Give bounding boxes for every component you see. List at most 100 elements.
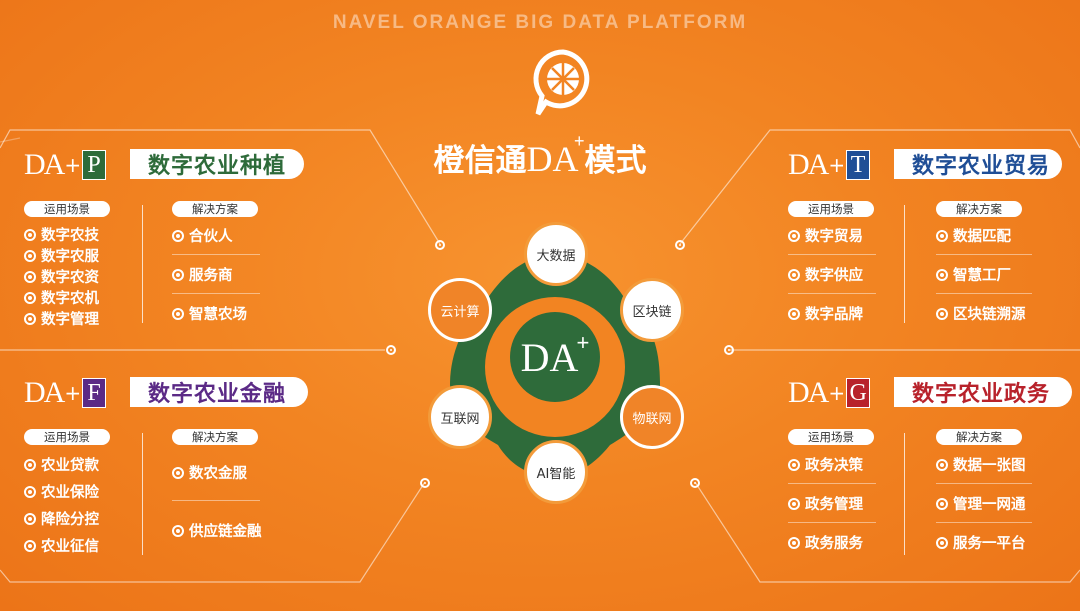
- scene-item: 政务决策: [788, 454, 863, 475]
- bullet-icon: [936, 307, 948, 320]
- node-big-data: 大数据: [524, 222, 588, 286]
- bullet-icon: [172, 466, 184, 479]
- scene-item: 农业贷款: [24, 454, 99, 475]
- solution-item: 供应链金融: [172, 520, 262, 541]
- hub-center-plus: +: [576, 330, 590, 355]
- da-tag: DA+G: [788, 376, 871, 410]
- divider: [788, 522, 876, 523]
- bullet-icon: [788, 458, 800, 471]
- letter-badge-f: F: [82, 378, 107, 408]
- scene-item: 数字供应: [788, 264, 863, 285]
- plus-mark: +: [64, 381, 82, 405]
- bullet-icon: [172, 524, 184, 537]
- node-internet: 互联网: [428, 385, 492, 449]
- solution-label: 解决方案: [936, 201, 1022, 217]
- bullet-icon: [172, 268, 184, 281]
- connector-dot: [386, 345, 396, 355]
- divider: [936, 254, 1032, 255]
- node-cloud: 云计算: [428, 278, 492, 342]
- plus-mark: +: [828, 381, 846, 405]
- divider: [936, 483, 1032, 484]
- scene-label: 运用场景: [788, 201, 874, 217]
- bullet-icon: [24, 458, 36, 471]
- da-mark: DA: [788, 148, 829, 181]
- quadrant-title: 数字农业贸易: [894, 149, 1062, 179]
- platform-logo-icon: [533, 49, 590, 116]
- bullet-icon: [24, 485, 36, 498]
- quadrant-title: 数字农业金融: [130, 377, 308, 407]
- divider: [936, 522, 1032, 523]
- quadrant-planting-header: DA+P 数字农业种植: [24, 148, 304, 182]
- quadrant-government-header: DA+G 数字农业政务: [788, 376, 1078, 410]
- bullet-icon: [936, 536, 948, 549]
- brace-divider: [134, 433, 143, 555]
- brace-divider: [896, 205, 905, 323]
- main-title-prefix: 橙信通: [433, 143, 527, 179]
- bullet-icon: [788, 497, 800, 510]
- scene-item: 政务管理: [788, 493, 863, 514]
- scene-label: 运用场景: [24, 429, 110, 445]
- solution-item: 管理一网通: [936, 493, 1026, 514]
- solution-label: 解决方案: [172, 429, 258, 445]
- node-blockchain: 区块链: [620, 278, 684, 342]
- bullet-icon: [24, 539, 36, 552]
- scene-label: 运用场景: [788, 429, 874, 445]
- solution-label: 解决方案: [172, 201, 258, 217]
- brace-divider: [134, 205, 143, 323]
- bullet-icon: [24, 270, 36, 283]
- hub-center-text: DA: [520, 334, 579, 380]
- scene-item: 数字农技: [24, 224, 99, 245]
- da-mark: DA: [24, 376, 65, 409]
- bullet-icon: [788, 268, 800, 281]
- da-mark: DA: [788, 376, 829, 409]
- plus-mark: +: [64, 153, 82, 177]
- scene-label: 运用场景: [24, 201, 110, 217]
- solution-item: 数据匹配: [936, 225, 1011, 246]
- scene-item: 数字品牌: [788, 303, 863, 324]
- brace-divider: [896, 433, 905, 555]
- bullet-icon: [788, 229, 800, 242]
- solution-item: 区块链溯源: [936, 303, 1026, 324]
- scene-item: 农业征信: [24, 535, 99, 556]
- bullet-icon: [936, 497, 948, 510]
- node-iot: 物联网: [620, 385, 684, 449]
- connector-dot: [675, 240, 685, 250]
- bullet-icon: [172, 307, 184, 320]
- node-ai: AI智能: [524, 440, 588, 504]
- letter-badge-p: P: [82, 150, 107, 180]
- connector-dot: [690, 478, 700, 488]
- english-title: NAVEL ORANGE BIG DATA PLATFORM: [332, 12, 748, 33]
- quadrant-title: 数字农业政务: [894, 377, 1072, 407]
- bullet-icon: [788, 307, 800, 320]
- bullet-icon: [24, 291, 36, 304]
- divider: [172, 254, 260, 255]
- quadrant-title: 数字农业种植: [130, 149, 304, 179]
- bullet-icon: [788, 536, 800, 549]
- main-title-suffix: 模式: [584, 143, 647, 179]
- divider: [788, 254, 876, 255]
- solution-item: 数据一张图: [936, 454, 1026, 475]
- solution-item: 服务商: [172, 264, 233, 285]
- bullet-icon: [936, 268, 948, 281]
- letter-badge-t: T: [846, 150, 871, 180]
- bullet-icon: [24, 249, 36, 262]
- main-title-da-text: DA: [526, 139, 579, 179]
- letter-badge-g: G: [846, 378, 871, 408]
- quadrant-trade-header: DA+T 数字农业贸易: [788, 148, 1068, 182]
- scene-item: 数字农机: [24, 287, 99, 308]
- divider: [172, 293, 260, 294]
- main-title: 橙信通DA+模式: [0, 131, 1080, 180]
- da-tag: DA+T: [788, 148, 871, 182]
- connector-dot: [724, 345, 734, 355]
- solution-item: 数农金服: [172, 462, 247, 483]
- bullet-icon: [936, 229, 948, 242]
- bullet-icon: [936, 458, 948, 471]
- bullet-icon: [24, 312, 36, 325]
- solution-item: 智慧农场: [172, 303, 247, 324]
- bullet-icon: [172, 229, 184, 242]
- solution-item: 智慧工厂: [936, 264, 1011, 285]
- hub-center-da: DA+: [510, 312, 600, 402]
- divider: [936, 293, 1032, 294]
- connector-dot: [420, 478, 430, 488]
